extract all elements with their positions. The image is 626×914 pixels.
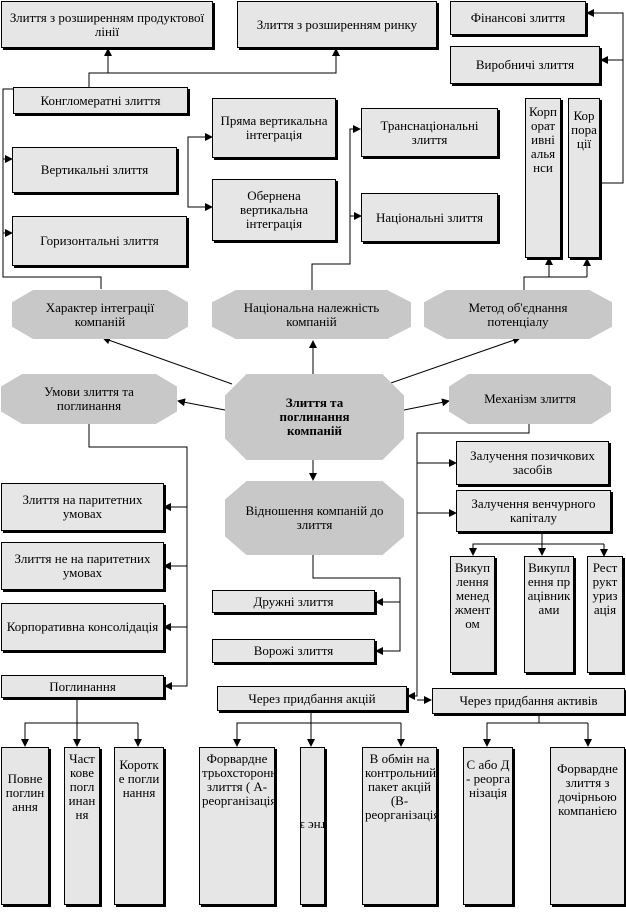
node-loan: Залучення позичкових засобів xyxy=(456,441,609,485)
node-assets: Через придбання активів xyxy=(432,688,625,714)
node-corporative: Корпоративні альянси xyxy=(525,98,561,258)
node-forward-subsidiary: Форвардне злиття з дочірньою компанією xyxy=(550,747,625,905)
node-reverse-vertical: Обернена вертикальна інтеграція xyxy=(212,179,336,241)
node-conglomerate: Конгломератні злиття xyxy=(13,87,188,114)
node-forward-triangular: Форвардне трьохстороннє злиття ( А-реорг… xyxy=(199,747,275,905)
category-integration: Характер інтеграції компаній xyxy=(12,290,188,339)
category-method: Метод об'єднання потенціалу xyxy=(424,290,612,339)
node-market: Злиття з розширенням ринку xyxy=(237,1,437,48)
node-buyout-management: Викуплення менеджментом xyxy=(450,556,495,673)
node-friendly: Дружні злиття xyxy=(212,590,375,613)
node-consolidation: Корпоративна консолідація xyxy=(1,603,164,651)
node-full-absorption: Повне поглинання xyxy=(1,747,49,905)
node-parity: Злиття на паритетних умовах xyxy=(1,483,164,531)
node-exchange-control: В обмін на контрольний пакет акцій (В-ре… xyxy=(362,747,437,905)
node-direct-vertical: Пряма вертикальна інтеграція xyxy=(212,98,336,158)
node-reverse-merger: зворотнє злиття xyxy=(300,747,325,905)
node-vertical: Вертикальні злиття xyxy=(12,147,177,193)
node-restructuring: Реструктуризація xyxy=(587,556,623,673)
node-horizontal: Горизонтальні злиття xyxy=(12,216,187,266)
node-national: Національні злиття xyxy=(361,193,498,242)
category-mechanism: Механізм злиття xyxy=(449,374,611,424)
node-transnational: Транснаціональні злиття xyxy=(361,108,498,157)
category-national: Національна належність компаній xyxy=(212,290,411,339)
node-corporations: Корпорації xyxy=(568,98,600,258)
node-absorption: Поглинання xyxy=(1,675,164,698)
node-shares: Через придбання акцій xyxy=(217,686,407,711)
node-partial-absorption: Часткове поглинання xyxy=(64,747,100,905)
node-short-absorption: Коротке поглинання xyxy=(114,747,164,905)
node-financial: Фінансові злиття xyxy=(450,1,586,35)
node-hostile: Ворожі злиття xyxy=(212,639,375,663)
node-venture: Залучення венчурного капіталу xyxy=(456,490,611,532)
node-production: Виробничі злиття xyxy=(450,46,600,84)
category-attitude: Відношення компаній до злиття xyxy=(225,481,404,555)
node-product-line: Злиття з розширенням продуктової лінії xyxy=(1,1,213,48)
category-conditions: Умови злиття та поглинання xyxy=(1,374,177,424)
node-cd-reorganization: С або Д - реорганізація xyxy=(463,747,513,905)
node-buyout-employees: Викуплення працівниками xyxy=(524,556,574,673)
node-non-parity: Злиття не на паритетних умовах xyxy=(1,542,164,590)
